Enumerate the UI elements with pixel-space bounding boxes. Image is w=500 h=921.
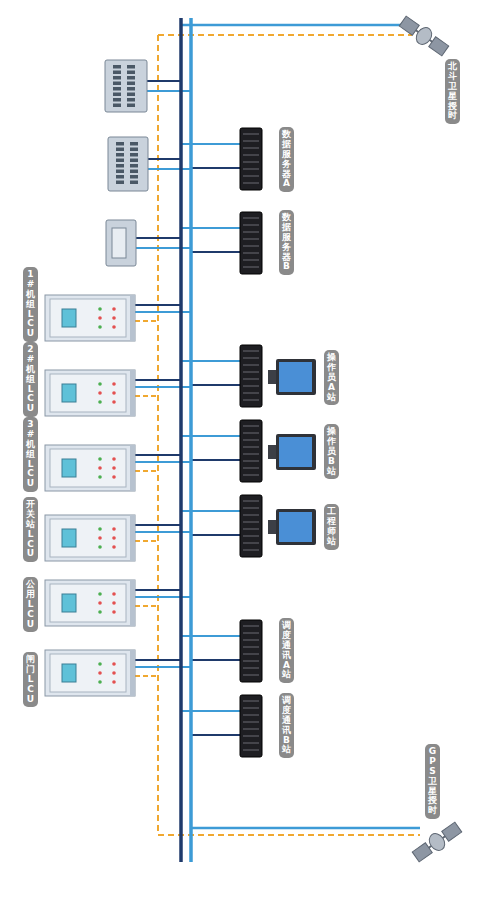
sync-wire: [135, 605, 158, 607]
lcu-cabinet: [45, 370, 135, 416]
monitor: [268, 359, 316, 395]
server-rack: [240, 620, 262, 682]
lcu-cabinet: [45, 650, 135, 696]
satellite-link: [181, 24, 412, 27]
network-wire: [148, 158, 181, 160]
label-text: 工程师站: [327, 507, 336, 547]
lcu-cabinet: [45, 515, 135, 561]
label-pill: 1#机组LCU: [23, 267, 38, 342]
server-rack: [240, 495, 262, 557]
label-text: 3#机组LCU: [26, 420, 35, 489]
sync-wire: [135, 540, 158, 542]
converter-device: [106, 220, 136, 266]
label-pill: 3#机组LCU: [23, 417, 38, 492]
label-pill: 操作员A站: [324, 350, 339, 405]
lcu-cabinet: [45, 295, 135, 341]
label-text: 操作员A站: [327, 353, 336, 402]
monitor: [268, 434, 316, 470]
sync-wire: [135, 470, 158, 472]
sync-wire: [135, 320, 158, 322]
server-rack: [240, 695, 262, 757]
network-wire: [135, 659, 181, 661]
label-pill: 闸门LCU: [23, 652, 38, 707]
label-pill: 工程师站: [324, 504, 339, 550]
label-pill: 开关站LCU: [23, 497, 38, 562]
network-bus: [189, 18, 193, 862]
network-wire: [191, 384, 240, 386]
network-wire: [191, 534, 240, 536]
network-wire: [147, 80, 181, 82]
server-rack: [240, 128, 262, 190]
network-bus: [179, 18, 183, 862]
sync-line: [158, 34, 412, 36]
network-wire: [147, 90, 191, 92]
label-pill: 操作员B站: [324, 424, 339, 479]
sync-line: [157, 35, 159, 835]
sync-wire: [135, 395, 158, 397]
label-pill: 数据服务器B: [279, 210, 294, 275]
network-wire: [136, 237, 181, 239]
network-wire: [135, 454, 181, 456]
label-pill: 公用LCU: [23, 577, 38, 632]
sync-line: [158, 834, 420, 836]
label-text: GPS卫星授时: [428, 747, 437, 816]
satellite-icon: [398, 14, 451, 59]
label-text: 闸门LCU: [26, 655, 35, 704]
label-text: 操作员B站: [327, 427, 336, 476]
label-text: 数据服务器B: [282, 213, 291, 272]
label-text: 调度通讯B站: [282, 696, 291, 755]
label-text: 公用LCU: [26, 580, 35, 629]
network-wire: [135, 589, 181, 591]
lcu-cabinet: [45, 580, 135, 626]
switch-device: [108, 137, 148, 191]
server-rack: [240, 420, 262, 482]
network-wire: [191, 167, 240, 169]
label-pill: 北斗卫星授时: [445, 59, 460, 124]
label-pill: 调度通讯B站: [279, 693, 294, 758]
server-rack: [240, 212, 262, 274]
satellite-icon: [411, 820, 464, 865]
network-wire: [135, 379, 181, 381]
label-text: 1#机组LCU: [26, 270, 35, 339]
label-text: 北斗卫星授时: [448, 62, 457, 121]
lcu-cabinet: [45, 445, 135, 491]
network-wire: [135, 304, 181, 306]
label-pill: 2#机组LCU: [23, 342, 38, 417]
network-wire: [191, 659, 240, 661]
label-text: 开关站LCU: [26, 500, 35, 559]
label-pill: GPS卫星授时: [425, 744, 440, 819]
switch-device: [105, 60, 147, 112]
sync-wire: [135, 675, 158, 677]
network-wire: [148, 168, 191, 170]
label-text: 数据服务器A: [282, 130, 291, 189]
server-rack: [240, 345, 262, 407]
monitor: [268, 509, 316, 545]
label-pill: 数据服务器A: [279, 127, 294, 192]
network-wire: [135, 524, 181, 526]
network-wire: [191, 251, 240, 253]
label-text: 调度通讯A站: [282, 621, 291, 680]
label-pill: 调度通讯A站: [279, 618, 294, 683]
network-wire: [191, 734, 240, 736]
label-text: 2#机组LCU: [26, 345, 35, 414]
network-wire: [191, 459, 240, 461]
satellite-link: [191, 827, 420, 830]
